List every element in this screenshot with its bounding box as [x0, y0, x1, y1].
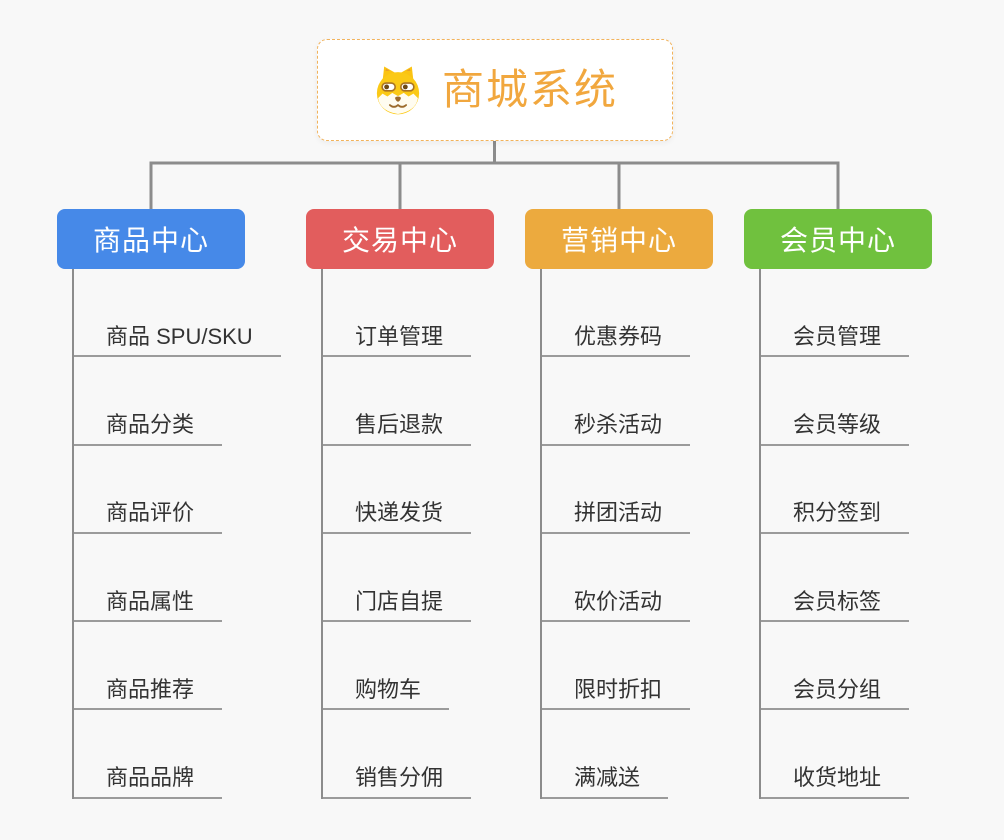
tree-node[interactable]: 会员分组	[761, 622, 910, 711]
tree-node[interactable]: 商品推荐	[74, 622, 223, 711]
category-box-marketing[interactable]: 营销中心	[525, 209, 713, 269]
tree-node[interactable]: 砍价活动	[542, 534, 691, 623]
dog-face-icon	[376, 66, 420, 115]
tree-node[interactable]: 收货地址	[761, 710, 910, 799]
tree-node[interactable]: 门店自提	[323, 534, 472, 623]
tree-node[interactable]: 商品评价	[74, 446, 223, 534]
tree-node[interactable]: 满减送	[542, 710, 669, 799]
branch-marketing-center: 营销中心 优惠券码 秒杀活动 拼团活动 砍价活动 限时折扣 满减送	[525, 209, 713, 799]
tree-node[interactable]: 商品品牌	[74, 710, 223, 799]
tree-node[interactable]: 会员管理	[761, 269, 910, 358]
tree-node[interactable]: 优惠券码	[542, 269, 691, 358]
tree-node[interactable]: 商品属性	[74, 534, 223, 623]
category-box-trade[interactable]: 交易中心	[306, 209, 494, 269]
root-title: 商城系统	[441, 66, 618, 113]
branch-product-center: 商品中心 商品 SPU/SKU 商品分类 商品评价 商品属性 商品推荐 商品品牌	[57, 209, 281, 799]
branch-member-center: 会员中心 会员管理 会员等级 积分签到 会员标签 会员分组 收货地址	[744, 209, 932, 799]
branch-children: 会员管理 会员等级 积分签到 会员标签 会员分组 收货地址	[759, 269, 910, 799]
tree-node[interactable]: 积分签到	[761, 446, 910, 534]
branch-children: 优惠券码 秒杀活动 拼团活动 砍价活动 限时折扣 满减送	[540, 269, 691, 799]
tree-node[interactable]: 拼团活动	[542, 446, 691, 534]
tree-node[interactable]: 快递发货	[323, 446, 472, 534]
tree-node[interactable]: 会员等级	[761, 357, 910, 446]
tree-node[interactable]: 秒杀活动	[542, 357, 691, 446]
tree-node[interactable]: 订单管理	[323, 269, 472, 358]
tree-node[interactable]: 销售分佣	[323, 710, 472, 799]
branch-children: 订单管理 售后退款 快递发货 门店自提 购物车 销售分佣	[321, 269, 472, 799]
tree-node[interactable]: 购物车	[323, 622, 450, 711]
tree-node[interactable]: 限时折扣	[542, 622, 691, 711]
tree-node[interactable]: 会员标签	[761, 534, 910, 623]
branch-trade-center: 交易中心 订单管理 售后退款 快递发货 门店自提 购物车 销售分佣	[306, 209, 494, 799]
tree-node[interactable]: 售后退款	[323, 357, 472, 446]
root-node[interactable]: 商城系统	[317, 39, 673, 141]
branch-children: 商品 SPU/SKU 商品分类 商品评价 商品属性 商品推荐 商品品牌	[72, 269, 281, 799]
category-box-product[interactable]: 商品中心	[57, 209, 245, 269]
category-box-member[interactable]: 会员中心	[744, 209, 932, 269]
tree-node[interactable]: 商品分类	[74, 357, 223, 446]
tree-node[interactable]: 商品 SPU/SKU	[74, 269, 281, 358]
